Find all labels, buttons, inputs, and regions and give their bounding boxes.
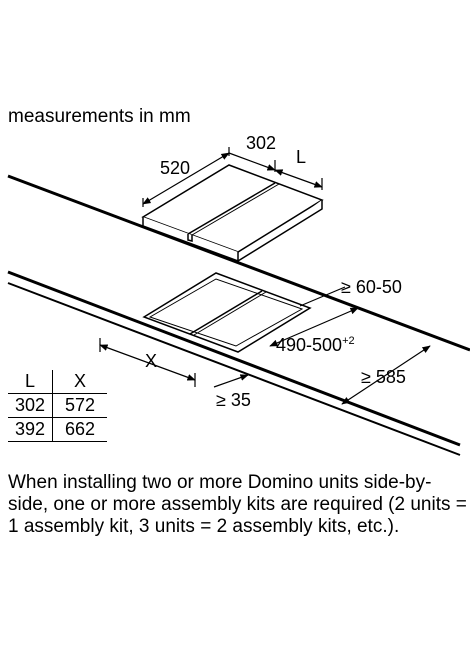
assembly-note: When installing two or more Domino units… xyxy=(8,472,467,537)
worktop-outline xyxy=(7,174,470,456)
dim-depth-label: 520 xyxy=(160,158,190,178)
dim-worktop-depth-label: ≥ 585 xyxy=(361,367,406,387)
table-row: 302 572 xyxy=(8,393,107,418)
dimension-table: L X 302 572 392 662 xyxy=(8,370,107,442)
table-cell: 392 xyxy=(8,417,53,442)
table-header-row: L X xyxy=(8,370,107,394)
dimension-lines xyxy=(99,147,431,405)
dim-rear-gap-label: ≥ 60-50 xyxy=(341,277,402,297)
dim-x-label: X xyxy=(145,351,157,371)
dim-cutout-depth-label: 490-500+2 xyxy=(276,335,355,355)
dim-front-gap-label: ≥ 35 xyxy=(216,390,251,410)
hob-unit xyxy=(141,164,324,263)
dim-width-label: 302 xyxy=(246,133,276,153)
table-row: 392 662 xyxy=(8,417,107,442)
dim-l-label: L xyxy=(296,147,306,167)
table-cell: 662 xyxy=(52,417,107,442)
installation-drawing: 520 302 L ≥ 60-50 490-500+2 X ≥ 585 ≥ 35 xyxy=(7,133,470,456)
measurements-heading: measurements in mm xyxy=(8,106,191,127)
table-cell: 572 xyxy=(52,393,107,418)
table-header-x: X xyxy=(52,370,107,394)
table-cell: 302 xyxy=(8,393,53,418)
table-header-l: L xyxy=(8,370,53,394)
